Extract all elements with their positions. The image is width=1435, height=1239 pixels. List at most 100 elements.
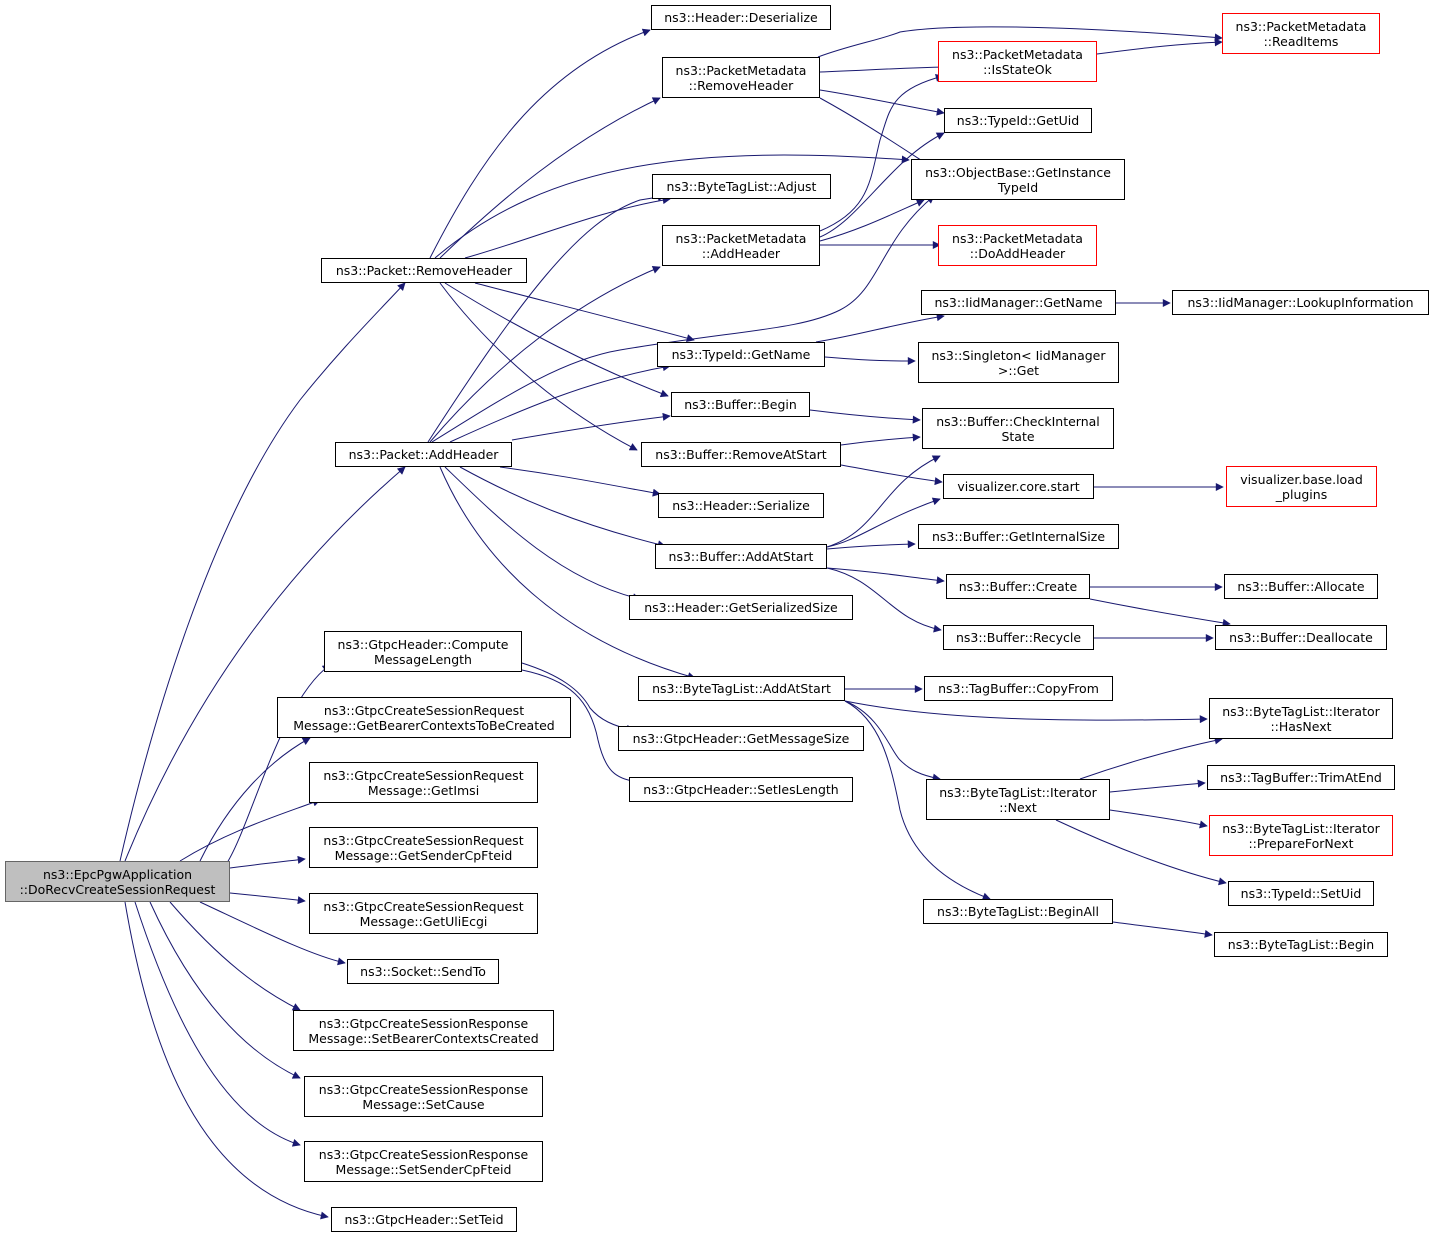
node-label: State — [1001, 428, 1035, 444]
node-gtpc-setteid[interactable]: ns3::GtpcHeader::SetTeid — [331, 1207, 517, 1232]
node-label: visualizer.base.load — [1240, 471, 1363, 487]
node-buffer-deallocate[interactable]: ns3::Buffer::Deallocate — [1215, 625, 1387, 650]
call-edge — [844, 700, 1208, 724]
node-bytetaglist-begin[interactable]: ns3::ByteTagList::Begin — [1214, 932, 1388, 957]
node-label: ns3::TagBuffer::TrimAtEnd — [1220, 770, 1382, 785]
node-label: Message::SetBearerContextsCreated — [308, 1030, 539, 1046]
node-label: ns3::Singleton< IidManager — [931, 347, 1106, 363]
node-objectbase-getinstancetypeid[interactable]: ns3::ObjectBase::GetInstance TypeId — [911, 159, 1125, 200]
node-label: ::DoAddHeader — [969, 245, 1066, 261]
node-label: ns3::GtpcCreateSessionResponse — [318, 1146, 529, 1162]
node-set-cause[interactable]: ns3::GtpcCreateSessionResponse Message::… — [304, 1076, 543, 1117]
node-label: ns3::Buffer::RemoveAtStart — [655, 447, 827, 462]
node-iidmanager-lookupinformation[interactable]: ns3::IidManager::LookupInformation — [1172, 290, 1429, 315]
node-bytetaglist-iterator-preparefornext[interactable]: ns3::ByteTagList::Iterator ::PrepareForN… — [1209, 815, 1393, 856]
node-label: Message::GetBearerContextsToBeCreated — [293, 717, 555, 733]
node-buffer-addatstart[interactable]: ns3::Buffer::AddAtStart — [655, 544, 827, 569]
node-bytetaglist-iterator-hasnext[interactable]: ns3::ByteTagList::Iterator ::HasNext — [1209, 698, 1393, 739]
call-edge — [844, 700, 991, 901]
node-packetmetadata-removeheader[interactable]: ns3::PacketMetadata ::RemoveHeader — [662, 57, 820, 98]
call-edge — [449, 363, 671, 443]
node-bytetaglist-iterator-next[interactable]: ns3::ByteTagList::Iterator ::Next — [926, 779, 1110, 820]
node-typeid-setuid[interactable]: ns3::TypeId::SetUid — [1228, 881, 1374, 906]
call-edge — [1112, 921, 1213, 938]
node-header-getserializedsize[interactable]: ns3::Header::GetSerializedSize — [629, 595, 853, 620]
node-socket-sendto[interactable]: ns3::Socket::SendTo — [347, 959, 499, 984]
node-tagbuffer-copyfrom[interactable]: ns3::TagBuffer::CopyFrom — [924, 676, 1113, 701]
call-edge — [439, 97, 661, 259]
call-edge — [229, 892, 306, 905]
node-gtpc-compute-message-length[interactable]: ns3::GtpcHeader::Compute MessageLength — [324, 631, 522, 672]
node-buffer-checkinternalstate[interactable]: ns3::Buffer::CheckInternal State — [922, 408, 1114, 449]
node-label: ns3::Buffer::Create — [958, 579, 1078, 594]
node-label: ns3::PacketMetadata — [1235, 18, 1367, 34]
node-label: ns3::Packet::AddHeader — [348, 447, 499, 462]
node-label: Message::GetImsi — [367, 782, 480, 798]
node-label: visualizer.core.start — [957, 479, 1080, 494]
call-edge — [819, 73, 944, 232]
call-edge — [134, 901, 301, 1147]
node-label: ns3::Buffer::Allocate — [1237, 579, 1365, 594]
node-label: ns3::GtpcHeader::GetMessageSize — [632, 731, 850, 746]
node-label: ns3::ByteTagList::Iterator — [1222, 703, 1380, 719]
node-set-bearer-contexts-created[interactable]: ns3::GtpcCreateSessionResponse Message::… — [293, 1010, 554, 1051]
node-typeid-getuid[interactable]: ns3::TypeId::GetUid — [944, 108, 1092, 133]
node-label: ns3::ByteTagList::Iterator — [939, 784, 1097, 800]
node-gtpc-setieslength[interactable]: ns3::GtpcHeader::SetIesLength — [629, 777, 853, 802]
node-bytetaglist-beginall[interactable]: ns3::ByteTagList::BeginAll — [923, 899, 1113, 924]
node-packetmetadata-doaddheader[interactable]: ns3::PacketMetadata ::DoAddHeader — [938, 225, 1097, 266]
call-edge — [521, 669, 641, 786]
call-edge — [169, 901, 301, 1011]
node-buffer-begin[interactable]: ns3::Buffer::Begin — [671, 392, 810, 417]
call-edge — [1109, 809, 1208, 829]
node-label: ns3::TypeId::SetUid — [1240, 886, 1362, 901]
node-packet-addheader[interactable]: ns3::Packet::AddHeader — [335, 442, 512, 467]
node-header-serialize[interactable]: ns3::Header::Serialize — [658, 493, 824, 518]
call-edge — [826, 497, 941, 548]
node-label: ::RemoveHeader — [688, 77, 794, 93]
node-label: ns3::ByteTagList::BeginAll — [937, 904, 1099, 919]
call-edge — [427, 193, 666, 443]
node-visualizer-core-start[interactable]: visualizer.core.start — [943, 474, 1094, 499]
node-get-bearer-contexts-to-be-created[interactable]: ns3::GtpcCreateSessionRequest Message::G… — [277, 697, 571, 738]
call-edge — [124, 466, 406, 862]
node-iidmanager-getname[interactable]: ns3::IidManager::GetName — [921, 290, 1116, 315]
call-edge — [464, 196, 671, 259]
node-visualizer-base-loadplugins[interactable]: visualizer.base.load _plugins — [1226, 466, 1377, 507]
call-edge — [819, 132, 945, 238]
node-buffer-getinternalsize[interactable]: ns3::Buffer::GetInternalSize — [918, 524, 1119, 549]
node-tagbuffer-trimatend[interactable]: ns3::TagBuffer::TrimAtEnd — [1207, 765, 1395, 790]
node-get-sender-cp-fteid[interactable]: ns3::GtpcCreateSessionRequest Message::G… — [309, 827, 538, 868]
node-packetmetadata-readitems[interactable]: ns3::PacketMetadata ::ReadItems — [1222, 13, 1380, 54]
node-set-sender-cp-fteid[interactable]: ns3::GtpcCreateSessionResponse Message::… — [304, 1141, 543, 1182]
call-edge — [826, 540, 916, 550]
call-edge — [815, 313, 945, 343]
call-edge — [429, 28, 651, 259]
call-edge — [439, 466, 696, 680]
call-edge — [840, 464, 943, 486]
node-packet-removeheader[interactable]: ns3::Packet::RemoveHeader — [321, 258, 527, 283]
node-singleton-get[interactable]: ns3::Singleton< IidManager >::Get — [918, 342, 1119, 383]
node-buffer-removeatstart[interactable]: ns3::Buffer::RemoveAtStart — [641, 442, 841, 467]
call-edge — [511, 412, 671, 441]
node-buffer-allocate[interactable]: ns3::Buffer::Allocate — [1224, 574, 1378, 599]
node-get-imsi[interactable]: ns3::GtpcCreateSessionRequest Message::G… — [309, 762, 538, 803]
node-typeid-getname[interactable]: ns3::TypeId::GetName — [657, 342, 825, 367]
node-get-uli-ecgi[interactable]: ns3::GtpcCreateSessionRequest Message::G… — [309, 893, 538, 934]
node-header-deserialize[interactable]: ns3::Header::Deserialize — [651, 5, 831, 30]
call-edge — [1079, 736, 1223, 780]
node-label: ns3::Buffer::Deallocate — [1229, 630, 1373, 645]
node-label: ns3::Packet::RemoveHeader — [335, 263, 513, 278]
node-bytetaglist-adjust[interactable]: ns3::ByteTagList::Adjust — [652, 174, 831, 199]
node-packetmetadata-addheader[interactable]: ns3::PacketMetadata ::AddHeader — [662, 225, 820, 266]
call-edge — [826, 567, 945, 585]
call-edge — [817, 26, 1223, 58]
node-buffer-recycle[interactable]: ns3::Buffer::Recycle — [943, 625, 1094, 650]
node-gtpc-getmessagesize[interactable]: ns3::GtpcHeader::GetMessageSize — [618, 726, 864, 751]
node-label: >::Get — [997, 362, 1040, 378]
node-label: Message::GetUliEcgi — [359, 913, 488, 929]
node-packetmetadata-isstateok[interactable]: ns3::PacketMetadata ::IsStateOk — [938, 41, 1097, 82]
node-buffer-create[interactable]: ns3::Buffer::Create — [946, 574, 1090, 599]
node-bytetaglist-addatstart[interactable]: ns3::ByteTagList::AddAtStart — [638, 676, 845, 701]
